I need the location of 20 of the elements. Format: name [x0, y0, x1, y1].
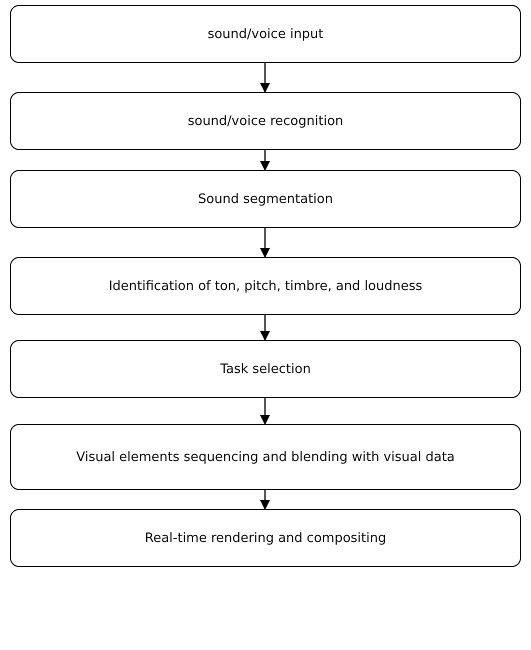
process-box — [10, 5, 521, 63]
step-label: Sound segmentation — [198, 192, 333, 206]
process-box — [10, 340, 521, 398]
arrow — [260, 398, 270, 425]
process-box — [10, 257, 521, 315]
arrow — [260, 228, 270, 258]
step-label: sound/voice input — [208, 26, 324, 42]
arrow — [260, 315, 270, 341]
step-label: Visual elements sequencing and blending with visual data — [76, 450, 455, 464]
process-box — [10, 170, 521, 228]
arrow — [260, 150, 270, 171]
process-box — [10, 92, 521, 150]
process-box — [10, 509, 521, 567]
arrow — [260, 490, 270, 510]
step-label: Identification of ton, pitch, timbre, and loudness — [108, 278, 422, 294]
step-label: sound/voice recognition — [188, 114, 344, 128]
arrow — [260, 63, 270, 93]
step-label: Task selection — [220, 362, 311, 376]
step-label: Real-time rendering and compositing — [144, 530, 386, 546]
process-box — [10, 424, 521, 490]
